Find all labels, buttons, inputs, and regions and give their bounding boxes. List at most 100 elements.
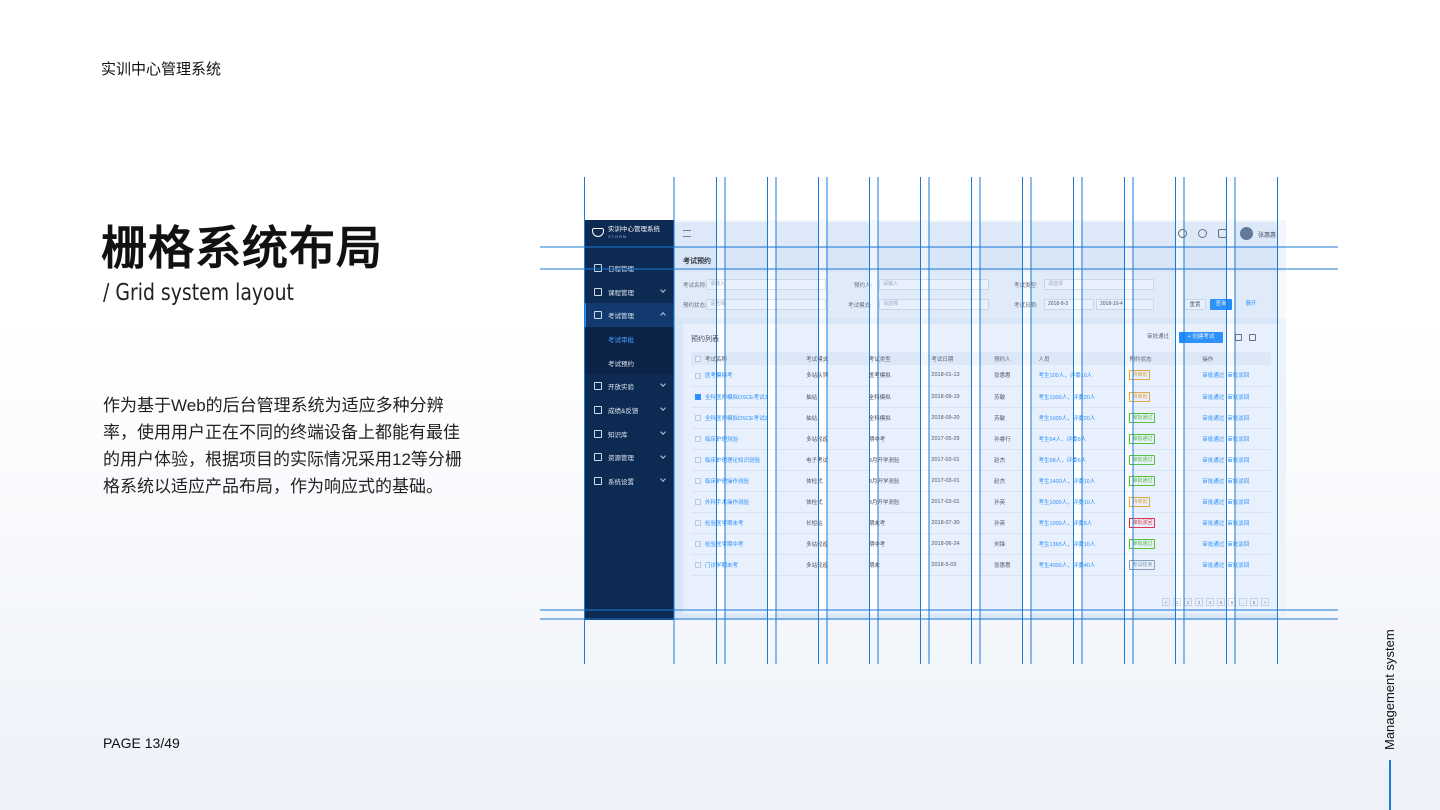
sidebar-item-6[interactable]: 资源管理 — [584, 446, 674, 470]
exam-type-select[interactable]: 请选择 — [1044, 279, 1154, 290]
reject-link[interactable]: 审批驳回 — [1227, 457, 1250, 464]
row-checkbox[interactable] — [695, 372, 701, 379]
sidebar-item-5[interactable]: 知识库 — [584, 422, 674, 446]
row-checkbox[interactable] — [695, 520, 701, 527]
row-checkbox[interactable] — [695, 499, 701, 506]
reset-button[interactable]: 重置 — [1184, 299, 1206, 310]
sidebar-item-3[interactable]: 开放实验 — [584, 374, 674, 398]
table-cell: 待审批 — [1125, 491, 1199, 513]
row-checkbox[interactable] — [695, 415, 701, 422]
page-button[interactable]: < — [1162, 598, 1170, 606]
row-checkbox[interactable] — [695, 394, 701, 401]
table-cell[interactable]: 全科医师模拟OSCE考试1 — [691, 386, 803, 408]
create-exam-button[interactable]: + 创建考试 — [1179, 332, 1223, 343]
exam-name-input[interactable]: 请输入 — [706, 279, 826, 290]
table-cell[interactable]: 检验医学期末考 — [691, 512, 803, 534]
reject-link[interactable]: 审批驳回 — [1227, 415, 1250, 422]
approve-link[interactable]: 审批通过 — [1202, 457, 1225, 464]
row-checkbox[interactable] — [695, 562, 701, 569]
table-cell: 多站队列 — [802, 365, 865, 387]
reject-link[interactable]: 审批驳回 — [1227, 436, 1250, 443]
page-button[interactable]: 5 — [1217, 598, 1225, 606]
user-name[interactable]: 张惠惠 — [1258, 233, 1277, 239]
table-cell: 2017-03-01 — [927, 470, 991, 492]
row-checkbox[interactable] — [695, 541, 701, 548]
approve-link[interactable]: 审批通过 — [1202, 499, 1225, 506]
booker-input[interactable]: 请输入 — [879, 279, 989, 290]
brand-name: 实训中心管理系统 — [101, 61, 222, 78]
approve-button[interactable]: 审批通过 — [1146, 334, 1169, 340]
date-to-input[interactable]: 2018-10-4 — [1096, 299, 1154, 310]
table-cell[interactable]: 临床护理理论知识测验 — [691, 449, 803, 471]
sidebar-item-label: 课程管理 — [608, 289, 634, 297]
reject-link[interactable]: 审批驳回 — [1227, 499, 1250, 506]
row-checkbox[interactable] — [695, 457, 701, 464]
approve-link[interactable]: 审批通过 — [1202, 541, 1225, 548]
date-from-input[interactable]: 2018-9-3 — [1044, 299, 1094, 310]
table-cell[interactable]: 门诊学期末考 — [691, 554, 803, 576]
select-all-checkbox[interactable] — [695, 356, 701, 363]
page-button[interactable]: 2 — [1184, 598, 1192, 606]
reject-link[interactable]: 审批驳回 — [1227, 562, 1250, 569]
page-button[interactable]: 8 — [1250, 598, 1258, 606]
approve-link[interactable]: 审批通过 — [1202, 562, 1225, 569]
reject-link[interactable]: 审批驳回 — [1227, 478, 1250, 485]
table-cell[interactable]: 外科手术操作测验 — [691, 491, 803, 513]
page-button[interactable]: 1 — [1173, 598, 1181, 606]
menu-fold-icon[interactable] — [683, 230, 691, 237]
table-cell[interactable]: 检验医学期中考 — [691, 533, 803, 555]
table-cell: 2017-05-29 — [927, 428, 991, 450]
page-button[interactable]: 6 — [1228, 598, 1236, 606]
row-checkbox[interactable] — [695, 478, 701, 485]
help-icon[interactable] — [1198, 229, 1207, 238]
sidebar-item-7[interactable]: 系统设置 — [584, 469, 674, 493]
approve-link[interactable]: 审批通过 — [1202, 394, 1225, 401]
approve-link[interactable]: 审批通过 — [1202, 415, 1225, 422]
avatar[interactable] — [1240, 227, 1253, 240]
reject-link[interactable]: 审批驳回 — [1227, 541, 1250, 548]
bell-icon[interactable] — [1178, 229, 1187, 238]
user-switch-icon[interactable] — [1218, 229, 1227, 238]
page-button[interactable]: ... — [1239, 598, 1247, 606]
submenu-item-0[interactable]: 考试审批 — [584, 327, 674, 351]
gear-icon — [594, 477, 602, 486]
approve-link[interactable]: 审批通过 — [1202, 520, 1225, 527]
approve-link[interactable]: 审批通过 — [1202, 373, 1225, 380]
query-button[interactable]: 查询 — [1210, 299, 1232, 310]
reject-link[interactable]: 审批驳回 — [1227, 373, 1250, 380]
sidebar-item-2[interactable]: 考试管理 — [584, 303, 674, 328]
page-button[interactable]: 4 — [1206, 598, 1214, 606]
reject-link[interactable]: 审批驳回 — [1227, 520, 1250, 527]
density-icon[interactable] — [1235, 334, 1242, 341]
page-button[interactable]: 3 — [1195, 598, 1203, 606]
table-cell[interactable]: 临床护理测验 — [691, 428, 803, 450]
sidebar-item-1[interactable]: 课程管理 — [584, 280, 674, 304]
row-actions: 审批通过 审批驳回 — [1198, 365, 1271, 387]
table-cell[interactable]: 医考模拟考 — [691, 365, 803, 387]
expand-link[interactable]: 展开 — [1245, 301, 1257, 307]
submenu-item-1[interactable]: 考试预约 — [584, 350, 674, 375]
sidebar-item-4[interactable]: 成绩&反馈 — [584, 398, 674, 422]
table-cell[interactable]: 临床护理操作测验 — [691, 470, 803, 492]
table-cell[interactable]: 全科医师模拟OSCE考试2 — [691, 407, 803, 429]
row-checkbox[interactable] — [695, 436, 701, 443]
mode-select[interactable]: 请选择 — [879, 299, 989, 310]
main-panel: 张惠惠 考试预约 考试名称: 请输入 预约人: 请输入 考试类型: 请选择 预约… — [674, 220, 1286, 620]
page-button[interactable]: > — [1261, 598, 1269, 606]
reject-link[interactable]: 审批驳回 — [1227, 394, 1250, 401]
approve-link[interactable]: 审批通过 — [1202, 436, 1225, 443]
status-select[interactable]: 请选择 — [706, 299, 826, 310]
column-settings-icon[interactable] — [1249, 334, 1256, 341]
sidebar-item-0[interactable]: 日程管理 — [584, 256, 674, 280]
approve-link[interactable]: 审批通过 — [1202, 478, 1225, 485]
